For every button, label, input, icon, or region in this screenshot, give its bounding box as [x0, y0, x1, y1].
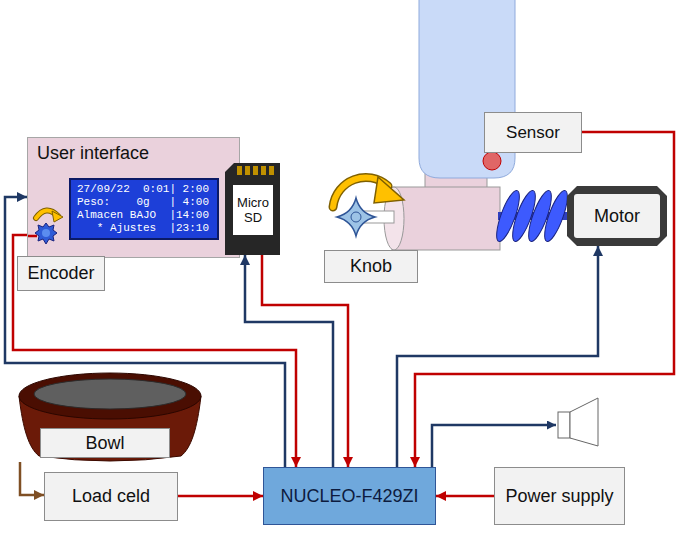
signal-wire [20, 462, 44, 495]
speaker-wire [432, 425, 556, 467]
bowl-shape: Bowl [15, 370, 205, 462]
sd-contact [253, 166, 258, 175]
panel-heading: User interface [37, 143, 230, 164]
bowl-rim [19, 373, 201, 419]
bowl-inside [34, 379, 186, 409]
speaker-symbol [570, 398, 598, 446]
speaker-symbol [558, 412, 570, 438]
controller-box: NUCLEO-F429ZI [263, 467, 436, 525]
node-label: Load celd [72, 486, 150, 507]
signal-wire [245, 255, 333, 467]
signal-wire [436, 495, 494, 498]
signal-wire [415, 132, 674, 467]
node-label: Micro SD [233, 185, 273, 235]
encoder-wire [28, 235, 37, 238]
sensor-dot [483, 152, 501, 170]
lcd-screen: 27/09/22 0:01| 2:00Peso: 0g | 4:00Almace… [69, 178, 219, 240]
sd-contact [245, 166, 250, 175]
node-label: Motor [594, 206, 640, 227]
knob-hub [351, 212, 361, 222]
signal-wire [262, 255, 348, 467]
signal-wire [178, 495, 263, 498]
encoder-hub [42, 229, 50, 237]
encoder-knob [35, 223, 57, 244]
label-box: Sensor [484, 112, 582, 153]
rotation-arrow-head [52, 211, 63, 222]
knob-symbol [337, 198, 375, 236]
lcd-line: Almacen BAJO |14:00 [77, 209, 211, 222]
lcd-line: Peso: 0g | 4:00 [77, 196, 211, 209]
motor-face [574, 194, 660, 238]
signal-wire [13, 235, 296, 467]
sd-card: Micro SD [225, 163, 280, 255]
motor-frame [567, 186, 667, 246]
label-box: Knob [324, 250, 418, 283]
node-label: Encoder [27, 263, 94, 284]
sd-contact [269, 166, 274, 175]
sd-contact [261, 166, 266, 175]
node-label: NUCLEO-F429ZI [280, 486, 418, 507]
sd-label-area [233, 185, 273, 235]
process-box: Power supply [494, 467, 625, 525]
sd-card-body [225, 163, 280, 255]
signal-wire [397, 246, 598, 467]
lcd-line: * Ajustes |23:10 [77, 222, 211, 235]
lcd-line: 27/09/22 0:01| 2:00 [77, 183, 211, 196]
rotation-arrow-head [374, 177, 404, 203]
sd-contact [237, 166, 242, 175]
auger-housing [392, 187, 500, 250]
node-label: Bowl [40, 428, 170, 458]
motor-box: Motor [567, 186, 667, 246]
process-box: Load celd [44, 472, 178, 521]
node-label: Sensor [506, 123, 560, 143]
label-box: Encoder [17, 256, 105, 291]
panel-box: User interface 27/09/22 0:01| 2:00Peso: 0… [27, 137, 240, 258]
node-label: Power supply [505, 486, 613, 507]
node-label: Knob [350, 256, 392, 277]
